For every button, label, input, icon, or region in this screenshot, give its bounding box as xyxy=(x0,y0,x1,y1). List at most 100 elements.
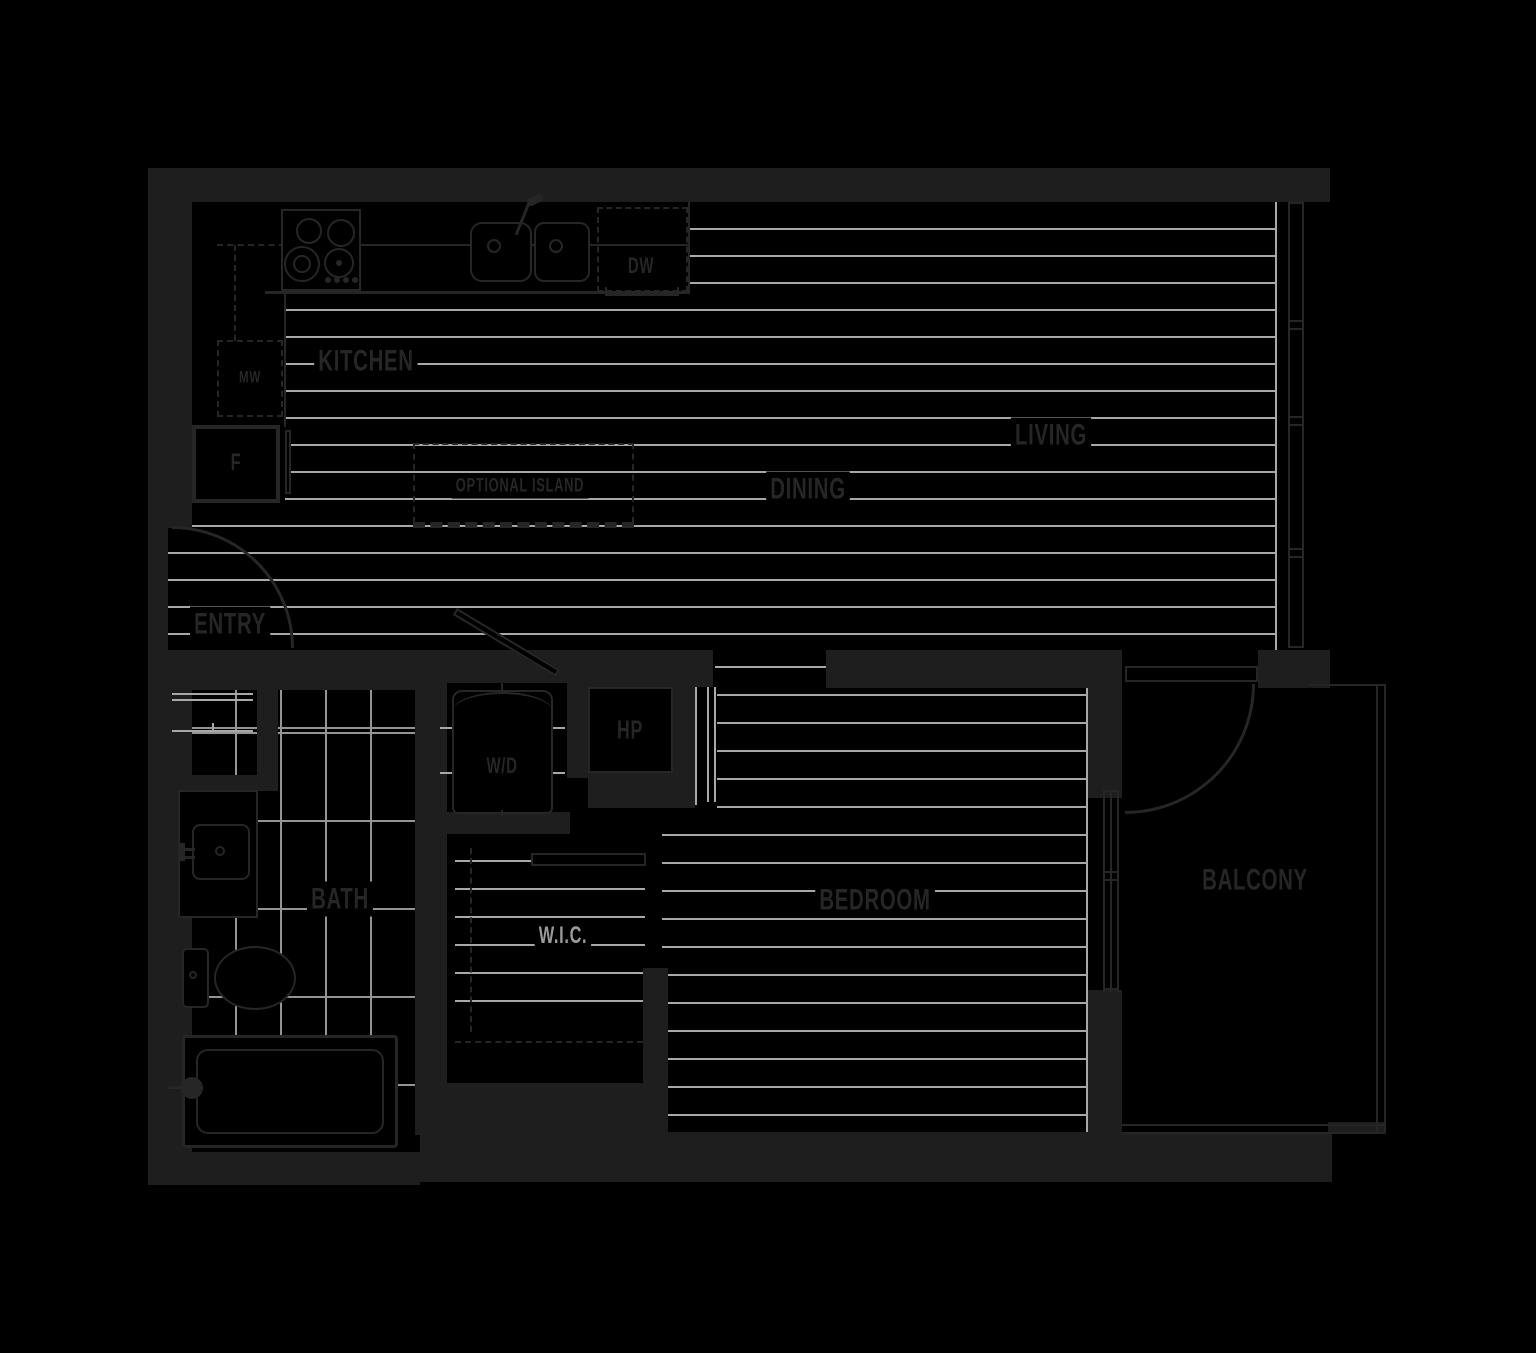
window-bedroom-sill xyxy=(1086,688,1088,1132)
room-label-entry: ENTRY xyxy=(190,606,270,642)
wall-bedroom-right-upper xyxy=(1087,650,1122,798)
vanity-faucet-icon xyxy=(180,843,185,861)
wall-closet-bottom xyxy=(168,775,278,791)
window-living-sill xyxy=(1275,202,1277,650)
window-mullion xyxy=(1288,424,1304,426)
dw-bracket-tick xyxy=(605,287,607,296)
room-label-balcony: BALCONY xyxy=(1198,862,1312,898)
label-fridge: F xyxy=(226,448,246,478)
wall-bottom-main xyxy=(420,1132,1332,1182)
dw-bracket xyxy=(605,294,679,296)
label-heatpump: HP xyxy=(612,714,648,746)
dw-bracket-tick xyxy=(677,287,679,296)
window-mullion xyxy=(1103,879,1119,881)
washer-dryer-lid-curve xyxy=(452,692,553,712)
label-microwave: MW xyxy=(234,367,266,389)
vanity-faucet-icon xyxy=(185,856,195,859)
wall-bottom-bath xyxy=(148,1152,420,1185)
sink-drain-icon xyxy=(487,239,501,253)
balcony-door-arc xyxy=(1125,684,1255,814)
wall-under-wic xyxy=(440,1083,643,1133)
stove-knob-icon xyxy=(352,277,358,283)
balcony-door-leaf xyxy=(1125,666,1258,682)
wd-side-tick xyxy=(440,727,452,729)
kitchen-sink-left xyxy=(470,222,532,282)
counter-front-edge xyxy=(265,291,690,294)
window-cap xyxy=(1288,646,1304,648)
island-front-dash xyxy=(413,522,634,528)
window-mullion xyxy=(1288,328,1304,330)
vanity-drain-icon xyxy=(215,846,225,856)
toilet-bowl xyxy=(214,946,296,1010)
floor-kitchen-planks-right xyxy=(690,228,1275,294)
window-mullion xyxy=(1288,320,1304,322)
upper-cabinet-dash xyxy=(217,244,285,246)
wall-top xyxy=(148,168,1330,202)
balcony-edge-bottom xyxy=(1122,1132,1384,1134)
burner-dot-icon xyxy=(336,260,342,266)
room-label-dining: DINING xyxy=(766,471,850,507)
sliding-door-panel xyxy=(707,687,709,802)
window-mullion xyxy=(1288,416,1304,418)
burner-icon xyxy=(327,219,355,247)
wd-side-tick xyxy=(440,772,452,774)
balcony-edge-right xyxy=(1384,684,1386,1132)
label-dishwasher: DW xyxy=(623,252,659,280)
room-label-bath: BATH xyxy=(306,881,374,917)
wall-laundry-right xyxy=(567,650,590,778)
closet-shelf-line xyxy=(172,693,253,695)
wd-side-tick xyxy=(553,772,565,774)
room-label-kitchen: KITCHEN xyxy=(314,343,418,379)
window-mullion xyxy=(1288,548,1304,550)
island-outline xyxy=(413,443,634,523)
wall-left-upper xyxy=(148,202,192,528)
burner-icon xyxy=(296,218,322,244)
cabinet-dash-vertical xyxy=(234,245,236,341)
tub-spout xyxy=(168,1086,184,1089)
burner-inner-icon xyxy=(293,255,311,273)
window-bedroom-glass xyxy=(1103,790,1105,992)
wall-living-bedroom xyxy=(826,650,1087,688)
wall-left-entry xyxy=(148,528,168,652)
label-washer-dryer: W/D xyxy=(482,752,522,780)
floor-bedroom-planks xyxy=(662,834,1087,1132)
counter-right-end xyxy=(688,202,690,294)
wic-dash-horizontal xyxy=(455,1041,643,1043)
room-label-wic: W.I.C. xyxy=(534,921,592,951)
closet-rod-tick xyxy=(212,723,214,731)
wd-tick xyxy=(501,683,503,691)
floor-entry-dining-planks xyxy=(168,525,1275,650)
stove-knob-icon xyxy=(325,277,331,283)
window-bedroom-glass xyxy=(1110,790,1112,992)
microwave-box xyxy=(217,340,283,417)
sink-drain-icon xyxy=(549,239,563,253)
tub-faucet-icon xyxy=(181,1077,203,1099)
dishwasher-box xyxy=(597,207,688,292)
balcony-edge-right xyxy=(1376,684,1378,1132)
wall-wic-bedroom xyxy=(643,968,668,1132)
counter-left-face xyxy=(284,291,286,427)
window-cap xyxy=(1103,790,1119,792)
toilet-button-icon xyxy=(189,971,197,979)
closet-rod xyxy=(172,730,253,732)
room-label-bedroom: BEDROOM xyxy=(815,882,935,918)
fridge-door-line xyxy=(285,430,291,494)
window-cap xyxy=(1288,202,1304,204)
room-label-living: LIVING xyxy=(1010,417,1092,453)
wic-dash-vertical xyxy=(470,848,472,1032)
hp-face-line xyxy=(695,687,697,805)
sliding-door-header xyxy=(715,666,826,668)
wall-hp-top xyxy=(588,650,713,687)
balcony-edge-bottom xyxy=(1122,1124,1384,1126)
closet-shelf-line xyxy=(172,699,253,701)
window-cap xyxy=(1103,988,1119,990)
wd-tick xyxy=(501,810,503,816)
floor-bedroom-planks-upper xyxy=(717,694,1087,812)
wall-balcony-top-right xyxy=(1258,650,1330,688)
wall-bath-right xyxy=(415,650,447,1135)
bathtub-inner xyxy=(196,1049,384,1134)
stove-knob-icon xyxy=(343,277,349,283)
wall-laundry-bottom xyxy=(420,812,570,834)
wall-bedroom-right-lower xyxy=(1087,990,1122,1132)
window-bedroom-glass xyxy=(1117,790,1119,992)
